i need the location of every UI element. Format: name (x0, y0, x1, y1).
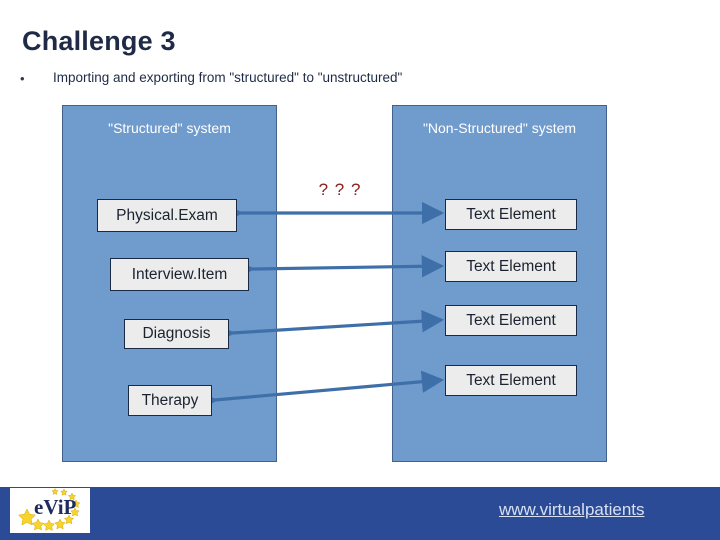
node-diagnosis[interactable]: Diagnosis (124, 319, 229, 349)
logo-star-arc (18, 488, 81, 531)
node-text-element-2[interactable]: Text Element (445, 251, 577, 282)
bullet-text: Importing and exporting from "structured… (53, 70, 403, 85)
evip-logo: eViP (10, 488, 90, 533)
node-text-element-4[interactable]: Text Element (445, 365, 577, 396)
bullet-row: • Importing and exporting from "structur… (16, 70, 616, 90)
footer-bar (0, 487, 720, 540)
node-therapy[interactable]: Therapy (128, 385, 212, 416)
node-physical-exam[interactable]: Physical.Exam (97, 199, 237, 232)
question-marks-annotation: ? ? ? (318, 180, 362, 199)
evip-logo-text: eViP (34, 495, 77, 519)
bullet-marker-icon: • (20, 71, 25, 86)
node-interview-item[interactable]: Interview.Item (110, 258, 249, 291)
node-text-element-1[interactable]: Text Element (445, 199, 577, 230)
node-text-element-3[interactable]: Text Element (445, 305, 577, 336)
page-title: Challenge 3 (22, 26, 176, 56)
non-structured-system-panel-title: "Non-Structured" system (422, 120, 577, 136)
evip-logo-graphic: eViP (18, 488, 81, 531)
website-url-link[interactable]: www.virtualpatients (499, 500, 645, 519)
non-structured-system-panel: "Non-Structured" system (392, 105, 607, 462)
structured-system-panel-title: "Structured" system (108, 120, 231, 136)
